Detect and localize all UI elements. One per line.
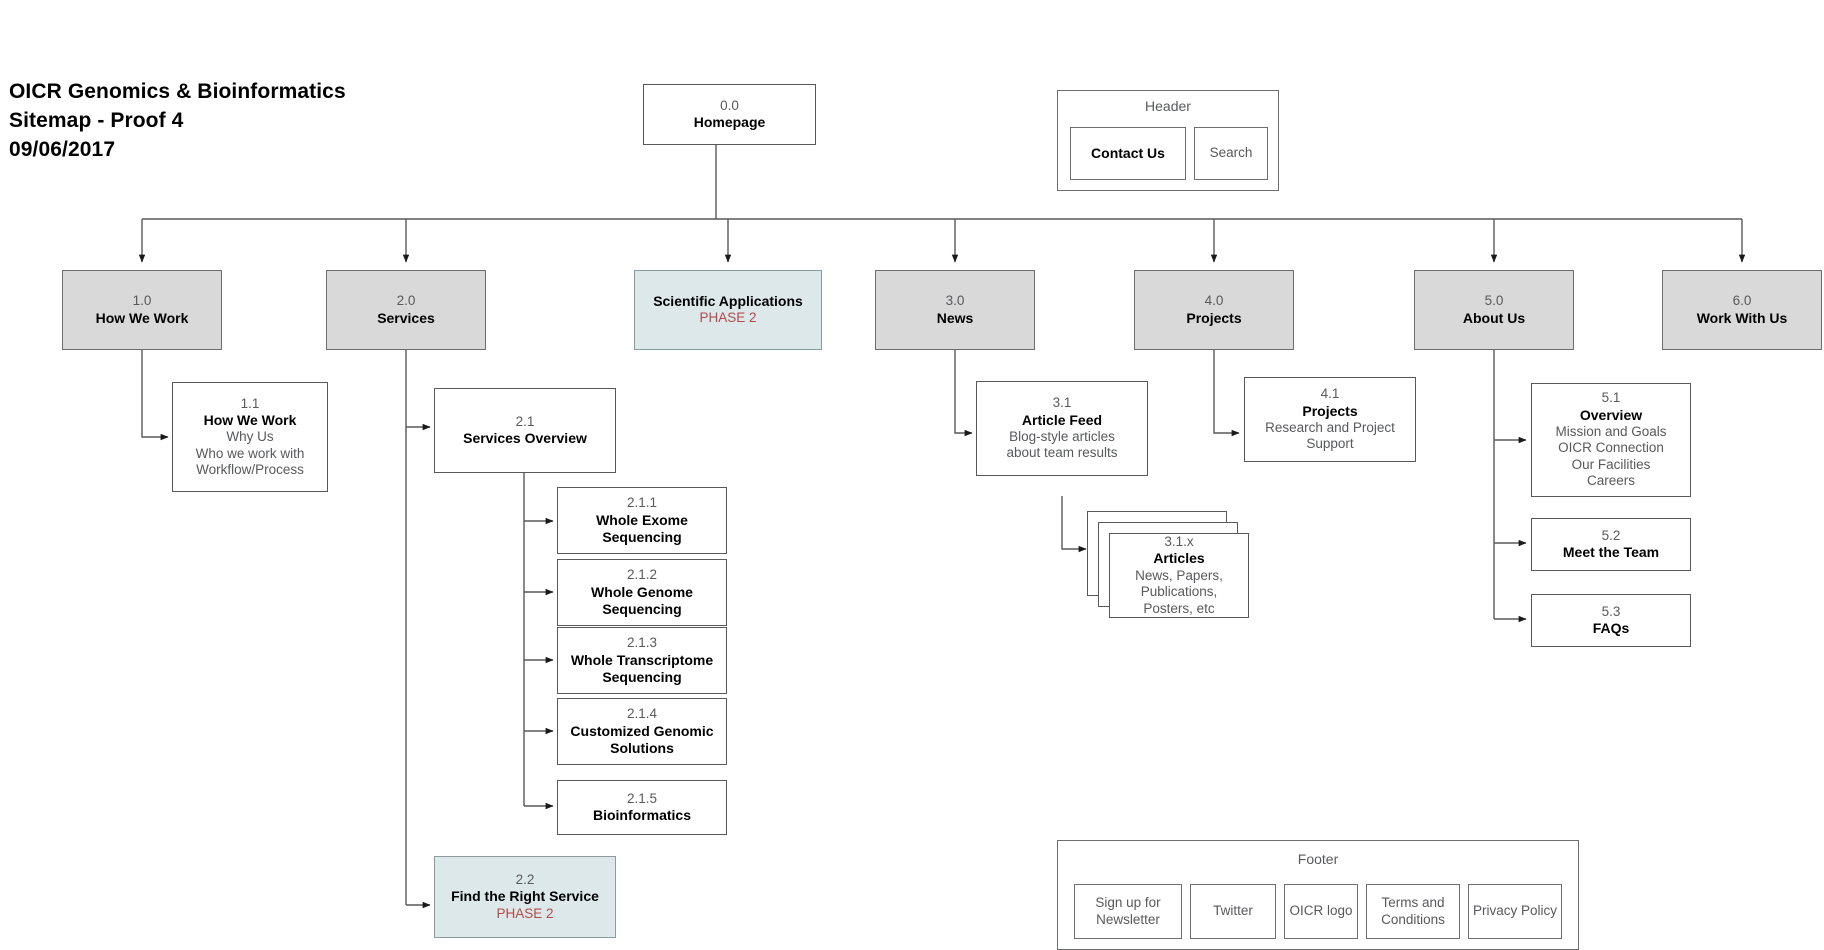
node-3-1-x-articles[interactable]: 3.1.x Articles News, Papers, Publication… [1109, 533, 1249, 618]
node-3-0-news[interactable]: 3.0 News [875, 270, 1035, 350]
node-title: Scientific Applications [653, 293, 803, 310]
node-title: Meet the Team [1562, 544, 1660, 561]
node-5-0-about-us[interactable]: 5.0 About Us [1414, 270, 1574, 350]
node-4-1-projects[interactable]: 4.1 Projects Research and Project Suppor… [1244, 377, 1416, 462]
node-number: 5.0 [1484, 293, 1504, 309]
title-line-org: OICR Genomics & Bioinformatics [9, 80, 346, 103]
node-subline: Support [1306, 436, 1354, 452]
node-subline: Who we work with [195, 445, 305, 461]
node-title: Bioinformatics [592, 807, 691, 824]
node-2-1-4-customized-genomic-solutions[interactable]: 2.1.4 Customized Genomic Solutions [557, 698, 727, 765]
node-title: Homepage [693, 114, 766, 131]
node-title: News [936, 309, 974, 326]
node-title: Services [377, 309, 435, 326]
node-5-3-faqs[interactable]: 5.3 FAQs [1531, 594, 1691, 647]
node-number: 2.1.2 [626, 567, 658, 583]
node-title: Whole Exome Sequencing [596, 511, 688, 545]
node-subline: Careers [1586, 473, 1635, 489]
node-1-1-how-we-work[interactable]: 1.1 How We Work Why Us Who we work with … [172, 382, 328, 492]
node-subline: about team results [1006, 445, 1118, 461]
node-1-0-how-we-work[interactable]: 1.0 How We Work [62, 270, 222, 350]
node-5-2-meet-the-team[interactable]: 5.2 Meet the Team [1531, 518, 1691, 571]
node-5-1-overview[interactable]: 5.1 Overview Mission and Goals OICR Conn… [1531, 383, 1691, 497]
node-title: Whole Genome Sequencing [591, 583, 693, 617]
node-number: 6.0 [1732, 293, 1752, 309]
node-4-0-projects[interactable]: 4.0 Projects [1134, 270, 1294, 350]
node-number: 2.1.5 [626, 790, 658, 806]
node-number: 3.0 [945, 293, 965, 309]
node-number: 3.1 [1052, 395, 1072, 411]
node-title: How We Work [95, 309, 189, 326]
node-number: 1.1 [240, 395, 260, 411]
node-subline: Mission and Goals [1555, 423, 1667, 439]
node-title: About Us [1462, 309, 1526, 326]
node-subline: Our Facilities [1571, 456, 1651, 472]
node-subline: Why Us [226, 429, 274, 445]
node-6-0-work-with-us[interactable]: 6.0 Work With Us [1662, 270, 1822, 350]
node-title: How We Work [203, 411, 297, 428]
node-number: 5.1 [1601, 390, 1621, 406]
node-subline: OICR Connection [1558, 440, 1664, 456]
node-number: 4.0 [1204, 293, 1224, 309]
title-line-date: 09/06/2017 [9, 137, 116, 161]
node-subline: Publications, [1140, 584, 1218, 600]
node-number: 0.0 [720, 97, 739, 113]
header-group-label: Header [1145, 98, 1191, 114]
node-title: Projects [1302, 402, 1358, 419]
node-phase-label: PHASE 2 [699, 310, 757, 326]
node-number: 5.3 [1601, 603, 1621, 619]
node-2-1-services-overview[interactable]: 2.1 Services Overview [434, 388, 616, 473]
node-3-1-article-feed[interactable]: 3.1 Article Feed Blog-style articles abo… [976, 381, 1148, 476]
node-2-1-1-whole-exome-sequencing[interactable]: 2.1.1 Whole Exome Sequencing [557, 487, 727, 554]
node-2-1-2-whole-genome-sequencing[interactable]: 2.1.2 Whole Genome Sequencing [557, 559, 727, 626]
node-2-0-services[interactable]: 2.0 Services [326, 270, 486, 350]
node-number: 2.2 [515, 871, 535, 887]
footer-newsletter-button[interactable]: Sign up for Newsletter [1074, 884, 1182, 939]
node-number: 5.2 [1601, 527, 1621, 543]
header-contact-us-button[interactable]: Contact Us [1070, 127, 1186, 180]
node-number: 1.0 [132, 293, 152, 309]
node-subline: Posters, etc [1143, 600, 1215, 616]
footer-group: Footer Sign up for Newsletter Twitter OI… [1057, 840, 1579, 950]
node-2-2-find-the-right-service[interactable]: 2.2 Find the Right Service PHASE 2 [434, 856, 616, 938]
node-subline: Research and Project [1265, 419, 1395, 435]
node-title: Overview [1579, 406, 1643, 423]
node-number: 2.1.4 [626, 706, 658, 722]
node-number: 2.1.3 [626, 635, 658, 651]
node-subline: Workflow/Process [196, 462, 304, 477]
footer-group-label: Footer [1297, 851, 1339, 867]
node-title: Find the Right Service [451, 888, 599, 905]
node-title: Work With Us [1696, 309, 1788, 326]
node-title: Whole Transcriptome Sequencing [570, 651, 714, 685]
node-title: Services Overview [463, 430, 587, 447]
node-subline: Blog-style articles [1009, 428, 1115, 444]
node-title: Projects [1186, 309, 1242, 326]
footer-twitter-button[interactable]: Twitter [1190, 884, 1276, 939]
node-title: Customized Genomic Solutions [570, 722, 714, 756]
title-line-proof: Sitemap - Proof 4 [9, 108, 184, 132]
node-phase-label: PHASE 2 [496, 905, 554, 921]
node-number: 2.0 [396, 293, 416, 309]
node-title: FAQs [1592, 620, 1630, 637]
header-group: Header Contact Us Search [1057, 90, 1279, 191]
node-scientific-applications[interactable]: Scientific Applications PHASE 2 [634, 270, 822, 350]
node-title: Article Feed [1021, 411, 1103, 428]
header-search-button[interactable]: Search [1194, 127, 1268, 180]
node-title: Articles [1153, 550, 1205, 567]
footer-oicr-logo[interactable]: OICR logo [1284, 884, 1358, 939]
node-number: 2.1.1 [626, 495, 658, 511]
footer-terms-and-conditions-link[interactable]: Terms and Conditions [1366, 884, 1460, 939]
node-2-1-5-bioinformatics[interactable]: 2.1.5 Bioinformatics [557, 780, 727, 835]
node-2-1-3-whole-transcriptome-sequencing[interactable]: 2.1.3 Whole Transcriptome Sequencing [557, 627, 727, 694]
footer-privacy-policy-link[interactable]: Privacy Policy [1468, 884, 1562, 939]
node-number: 2.1 [515, 413, 535, 429]
node-number: 4.1 [1320, 386, 1340, 402]
node-subline: News, Papers, [1135, 567, 1223, 583]
node-homepage[interactable]: 0.0 Homepage [643, 84, 816, 145]
node-number: 3.1.x [1164, 534, 1194, 550]
page-title: OICR Genomics & Bioinformatics Sitemap -… [9, 78, 346, 165]
